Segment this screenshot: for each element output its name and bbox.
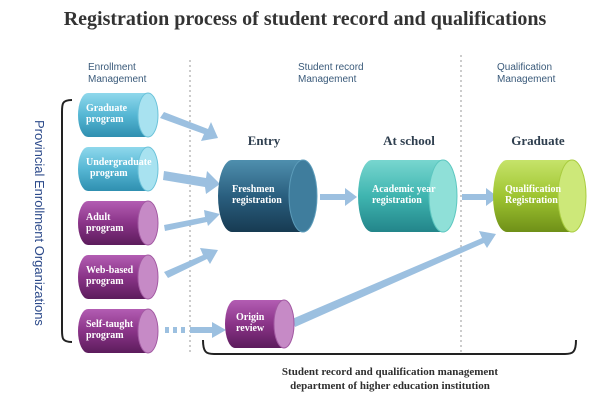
section-label-line: Management [88, 74, 147, 85]
stage-header-graduate: Graduate [511, 133, 565, 148]
arrow-head [190, 322, 226, 338]
section-label-line: Enrollment [88, 62, 136, 73]
arrow-origin-to-graduate [292, 231, 496, 327]
section-label-line: Student record [298, 62, 364, 73]
cylinder-adult [78, 200, 159, 246]
cylinder-web-based [78, 254, 159, 300]
section-enrollment-management: Enrollment Management [88, 62, 146, 86]
section-student-record-management: Student record Management [298, 62, 364, 86]
label-line: Freshmen [232, 184, 275, 195]
cylinder-freshmen-registration [218, 159, 318, 233]
label-line: program [86, 330, 124, 341]
source-label-undergraduate: Undergraduate program [86, 157, 152, 179]
source-arrows [160, 112, 220, 278]
arrow-web-based [164, 248, 218, 278]
arrow-self-taught [165, 322, 226, 338]
stage-label-academic-year-registration: Academic year registration [372, 184, 436, 206]
cylinder-graduate [78, 92, 159, 138]
department-label-line: Student record and qualification managem… [281, 366, 499, 378]
source-label-graduate: Graduate program [86, 103, 127, 125]
arrow-school-to-graduate [462, 188, 498, 206]
department-label: Student record and qualification managem… [200, 365, 580, 393]
cylinder-academic-year-registration [358, 159, 458, 233]
label-line: Adult [86, 212, 111, 223]
arrow-adult [164, 210, 220, 231]
left-brace [61, 99, 73, 343]
label-line: review [236, 323, 265, 334]
stage-header-entry: Entry [247, 133, 281, 148]
label-line: registration [232, 195, 282, 206]
label-line: Qualification [505, 184, 562, 195]
section-label-line: Management [497, 74, 556, 85]
label-line: program [86, 223, 124, 234]
diagram-title: Registration process of student record a… [63, 8, 547, 30]
section-label-line: Qualification [497, 62, 553, 73]
label-line: Web-based [86, 265, 134, 276]
label-line: program [86, 276, 124, 287]
label-line: Graduate [86, 103, 128, 114]
source-label-web-based: Web-based program [86, 265, 133, 287]
dot [165, 327, 169, 333]
cylinder-origin-review [225, 299, 295, 349]
arrow-graduate [160, 112, 218, 141]
label-line: Registration [505, 195, 558, 206]
stage-header-at-school: At school [383, 133, 435, 148]
arrow-undergraduate [163, 171, 220, 194]
bottom-brace [202, 339, 577, 355]
stage-label-freshmen-registration: Freshmen registration [232, 184, 282, 206]
source-label-adult: Adult program [86, 212, 124, 234]
label-line: registration [372, 195, 422, 206]
label-line: program [86, 114, 124, 125]
cylinder-undergraduate [78, 146, 159, 192]
cylinder-self-taught [78, 308, 159, 354]
arrow-entry-to-school [320, 188, 357, 206]
origin-review-label: Origin review [236, 312, 264, 334]
source-label-self-taught: Self-taught program [86, 319, 133, 341]
label-line: Undergraduate [86, 157, 152, 168]
dot [173, 327, 177, 333]
department-label-line: department of higher education instituti… [290, 380, 490, 392]
section-qualification-management: Qualification Management [497, 62, 555, 86]
label-line: Academic year [372, 184, 436, 195]
dot [181, 327, 185, 333]
label-line: Origin [236, 312, 265, 323]
cylinder-qualification-registration [493, 159, 587, 233]
stage-label-qualification-registration: Qualification Registration [505, 184, 561, 206]
label-line: program [90, 168, 128, 179]
label-line: Self-taught [86, 319, 134, 330]
section-label-line: Management [298, 74, 357, 85]
